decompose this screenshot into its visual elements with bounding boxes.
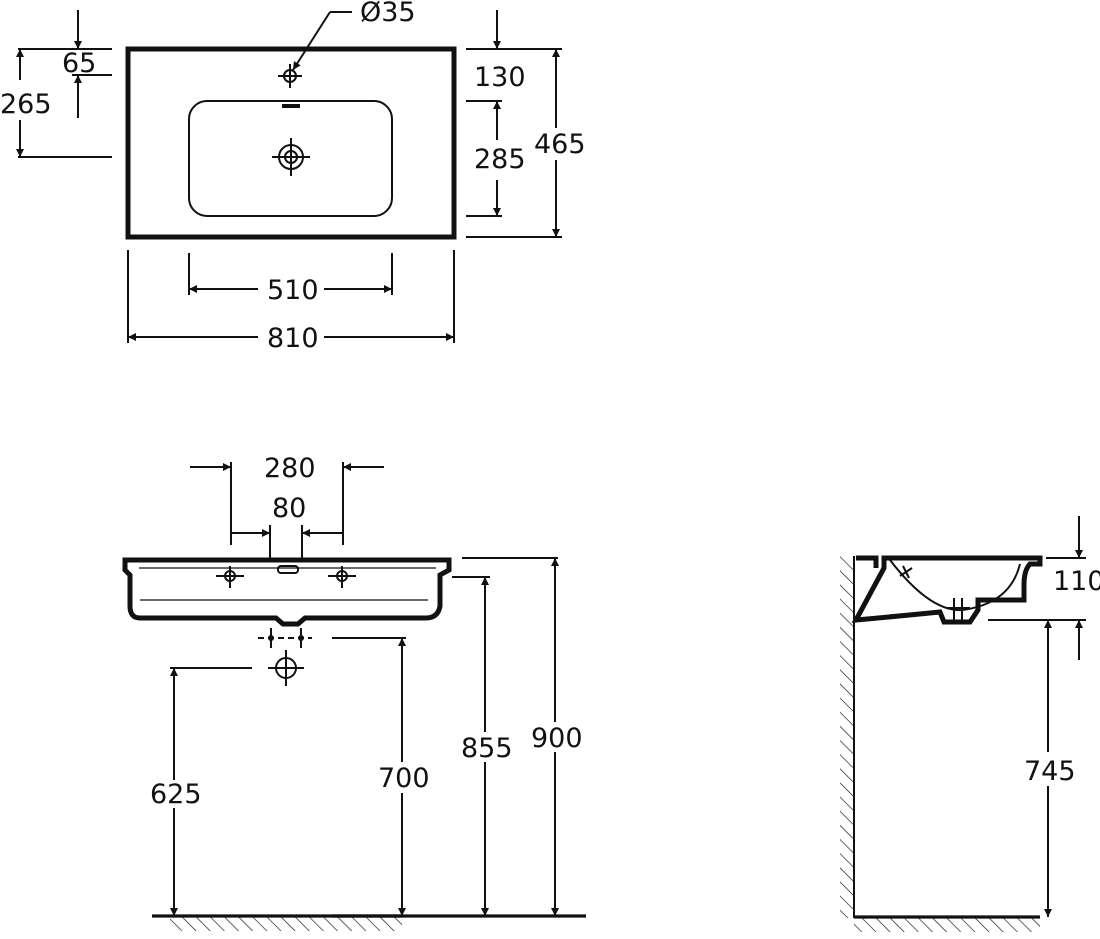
dim-855-label: 855 (461, 733, 513, 764)
overflow-slot-front (277, 565, 299, 574)
dim-465-label: 465 (534, 129, 586, 160)
hole-diameter-label: Ø35 (360, 0, 416, 28)
basin-section-side (851, 555, 1043, 625)
dim-285-label: 285 (474, 144, 526, 175)
dim-810-label: 810 (267, 323, 319, 354)
dim-700-label: 700 (378, 763, 430, 794)
dim-110-label: 110 (1053, 566, 1100, 597)
dim-625-label: 625 (150, 779, 202, 810)
floor-front (152, 914, 586, 931)
overflow-slot-top (282, 104, 300, 108)
wall-hatching (840, 556, 854, 918)
tap-hole-left-front (216, 566, 244, 588)
top-view: Ø35 65 265 130 285 465 510 810 (0, 0, 586, 354)
dim-900-label: 900 (531, 723, 583, 754)
dim-80-label: 80 (272, 493, 306, 524)
dim-745-label: 745 (1024, 756, 1076, 787)
dim-510-label: 510 (267, 275, 319, 306)
tap-hole-symbol (278, 64, 302, 88)
front-view: 280 80 625 700 855 900 (122, 453, 586, 931)
side-view: 110 745 (840, 516, 1100, 932)
drain-symbol-top (272, 138, 310, 176)
water-supply-symbols (258, 628, 312, 648)
tap-hole-right-front (328, 566, 356, 588)
waste-outlet-symbol (268, 650, 304, 686)
dim-280-label: 280 (264, 453, 316, 484)
bowl-outline-top (188, 100, 393, 217)
dim-65-label: 65 (62, 48, 96, 79)
basin-outline-top (125, 46, 457, 240)
basin-outline-front (122, 557, 452, 627)
dim-265-label: 265 (0, 89, 52, 120)
dim-130-label: 130 (474, 62, 526, 93)
